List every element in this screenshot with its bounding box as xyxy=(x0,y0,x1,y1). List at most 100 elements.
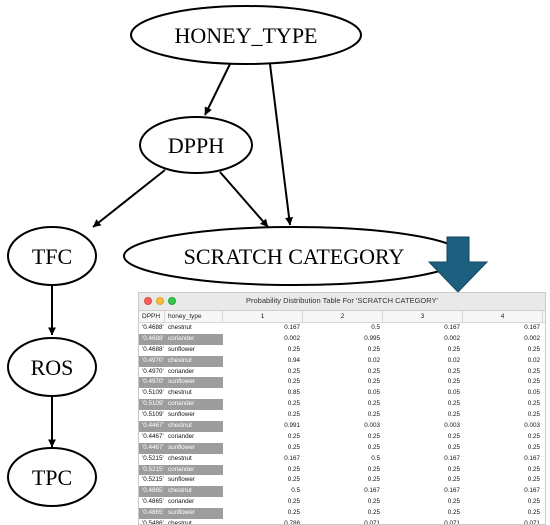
honey-type-cell: chestnut xyxy=(168,454,192,462)
dpph-cell: '0.4688' xyxy=(142,345,164,353)
honey-type-cell: sunflower xyxy=(168,345,195,353)
prob-1-cell: 0.25 xyxy=(287,498,300,506)
edge-dpph-to-scratch xyxy=(219,171,269,228)
prob-3-cell: 0.25 xyxy=(447,476,460,484)
honey-type-cell: sunflower xyxy=(168,476,195,484)
prob-4-cell: 0.05 xyxy=(527,389,540,397)
column-header-1[interactable]: 1 xyxy=(223,311,303,322)
prob-3-cell: 0.25 xyxy=(447,498,460,506)
honey-type-cell: coriander xyxy=(168,498,195,506)
column-header-dpph[interactable]: DPPH xyxy=(139,311,165,322)
prob-1-cell: 0.25 xyxy=(287,432,300,440)
down-arrow-icon xyxy=(427,236,489,292)
prob-4-cell: 0.25 xyxy=(527,400,540,408)
dpph-cell: '0.5109' xyxy=(142,411,164,419)
prob-4-cell: 0.002 xyxy=(524,334,540,342)
prob-1-cell: 0.991 xyxy=(284,422,300,430)
honey-type-cell: sunflower xyxy=(165,377,223,389)
zoom-window-button[interactable] xyxy=(168,297,176,305)
prob-4-cell: 0.167 xyxy=(524,487,540,495)
honey-type-cell: chestnut xyxy=(165,421,223,432)
prob-3-cell: 0.167 xyxy=(444,324,460,331)
network-diagram-lower: ROS TPC xyxy=(7,292,97,507)
prob-2-cell: 0.5 xyxy=(371,454,380,462)
dpph-cell: '0.4970' xyxy=(142,367,164,375)
prob-2-cell: 0.25 xyxy=(367,432,380,440)
prob-1-cell: 0.25 xyxy=(287,465,300,473)
prob-3-cell: 0.071 xyxy=(444,520,460,525)
honey-type-cell: sunflower xyxy=(168,411,195,419)
prob-4-cell: 0.167 xyxy=(524,324,540,331)
node-honey-type-label: HONEY_TYPE xyxy=(175,23,318,48)
column-header-honey-type[interactable]: honey_type xyxy=(165,311,223,322)
dpph-cell: '0.5215' xyxy=(139,464,165,476)
honey-type-cell: sunflower xyxy=(165,442,223,454)
prob-1-cell: 0.25 xyxy=(287,443,300,451)
prob-1-cell: 0.167 xyxy=(284,454,300,462)
dpph-cell: '0.4865' xyxy=(142,498,164,506)
prob-1-cell: 0.25 xyxy=(287,476,300,484)
prob-2-cell: 0.02 xyxy=(367,356,380,364)
prob-2-cell: 0.25 xyxy=(367,498,380,506)
prob-1-cell: 0.94 xyxy=(287,356,300,364)
prob-2-cell: 0.003 xyxy=(364,422,380,430)
prob-4-cell: 0.25 xyxy=(527,367,540,375)
close-window-button[interactable] xyxy=(144,297,152,305)
prob-3-cell: 0.25 xyxy=(447,400,460,408)
prob-4-cell: 0.25 xyxy=(527,432,540,440)
honey-type-cell: chestnut xyxy=(165,355,223,367)
window-titlebar[interactable]: Probability Distribution Table For 'SCRA… xyxy=(139,293,545,311)
prob-3-cell: 0.25 xyxy=(447,345,460,353)
prob-2-cell: 0.25 xyxy=(367,509,380,517)
prob-3-cell: 0.25 xyxy=(447,509,460,517)
prob-3-cell: 0.25 xyxy=(447,367,460,375)
node-ros: ROS xyxy=(7,337,97,397)
prob-3-cell: 0.167 xyxy=(444,487,460,495)
node-honey-type: HONEY_TYPE xyxy=(130,5,362,65)
dpph-cell: '0.4467' xyxy=(142,432,164,440)
dpph-cell: '0.5215' xyxy=(142,454,164,462)
prob-2-cell: 0.25 xyxy=(367,367,380,375)
prob-3-cell: 0.25 xyxy=(447,432,460,440)
prob-2-cell: 0.25 xyxy=(367,378,380,386)
prob-2-cell: 0.25 xyxy=(367,411,380,419)
prob-2-cell: 0.25 xyxy=(367,443,380,451)
prob-3-cell: 0.25 xyxy=(447,443,460,451)
node-tpc: TPC xyxy=(7,447,97,507)
minimize-window-button[interactable] xyxy=(156,297,164,305)
node-ros-label: ROS xyxy=(31,355,74,380)
prob-1-cell: 0.25 xyxy=(287,378,300,386)
prob-3-cell: 0.002 xyxy=(444,334,460,342)
prob-3-cell: 0.003 xyxy=(444,422,460,430)
prob-2-cell: 0.167 xyxy=(364,487,380,495)
column-header-4[interactable]: 4 xyxy=(463,311,543,322)
prob-1-cell: 0.5 xyxy=(291,487,300,495)
column-header-3[interactable]: 3 xyxy=(383,311,463,322)
dpph-cell: '0.5109' xyxy=(139,399,165,411)
table-header: DPPH honey_type 1 2 3 4 xyxy=(139,311,545,323)
node-tfc: TFC xyxy=(7,226,97,286)
prob-2-cell: 0.05 xyxy=(367,389,380,397)
node-tfc-label: TFC xyxy=(32,244,72,269)
column-header-2[interactable]: 2 xyxy=(303,311,383,322)
